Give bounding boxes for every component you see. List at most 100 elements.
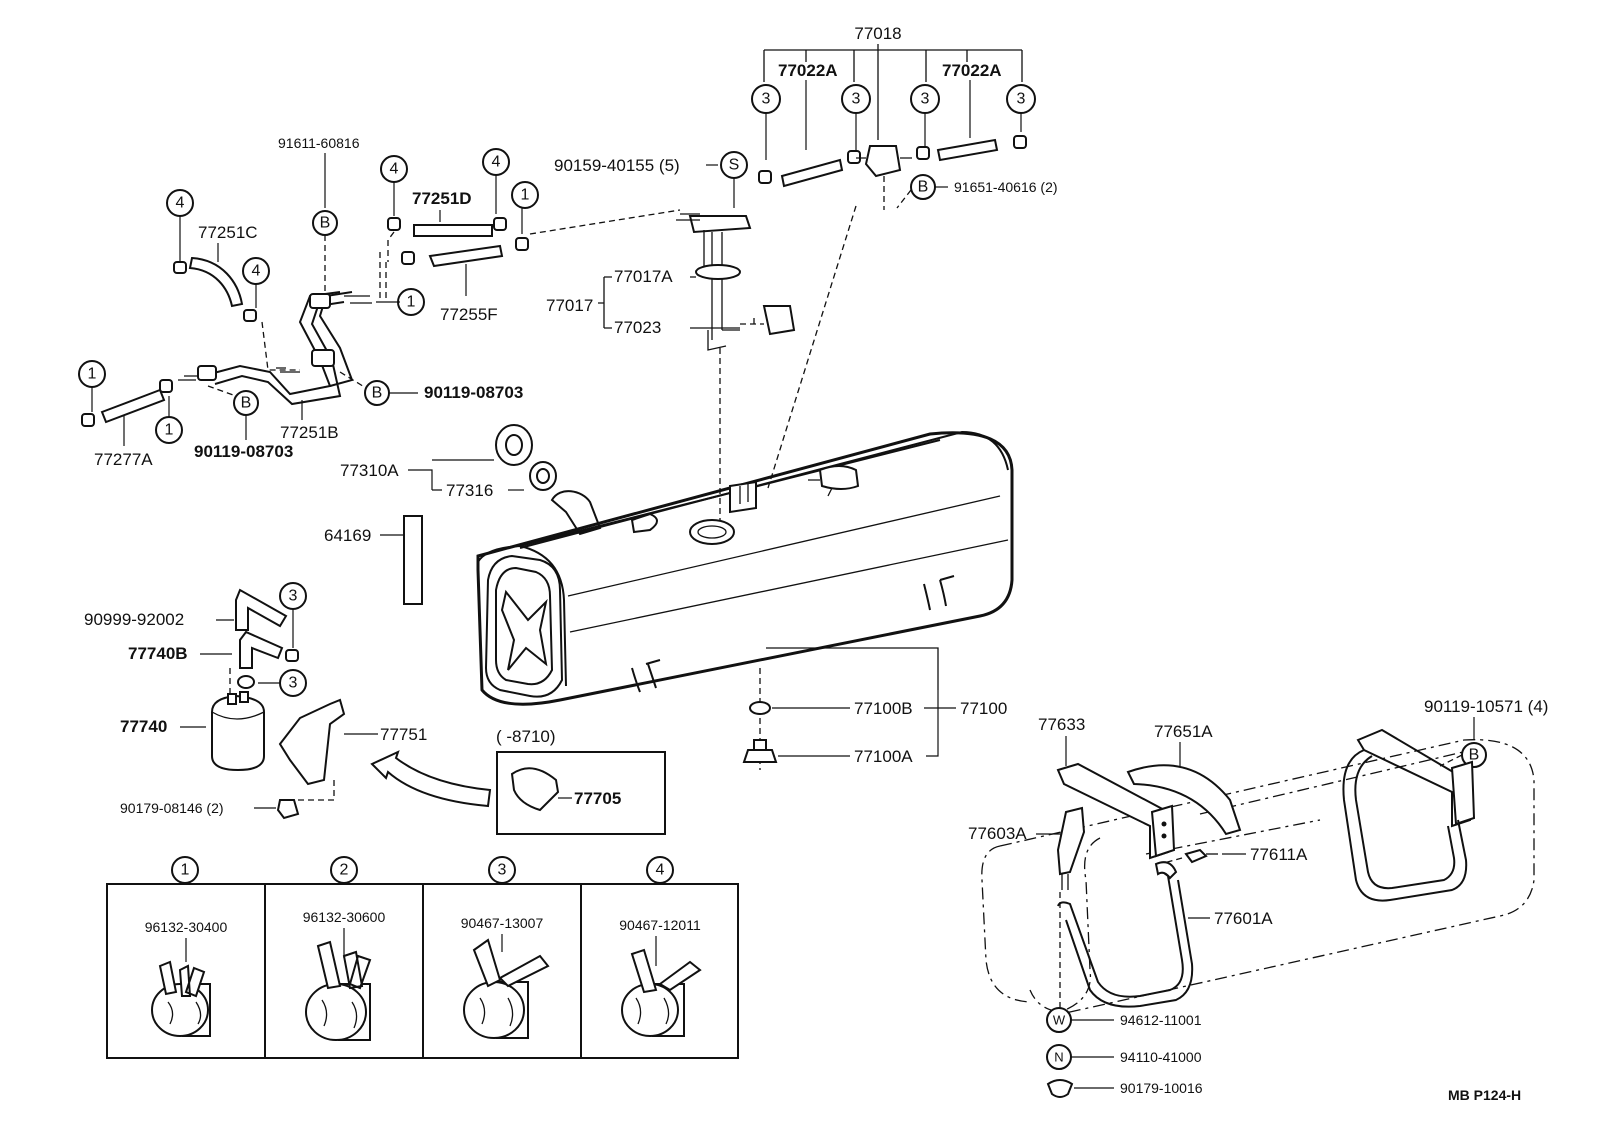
label-90119-08703-left: 90119-08703 — [194, 442, 293, 461]
label-90119-08703-right: 90119-08703 — [424, 383, 523, 402]
label-77611A: 77611A — [1250, 845, 1308, 864]
clamp-legend: 1 2 3 4 96132-30400 96132-30600 90467-13… — [106, 856, 739, 1059]
charcoal-canister-group: 90999-92002 3 77740B 3 77740 77751 90179… — [84, 582, 427, 820]
clamp-icon — [493, 217, 507, 231]
filler-group: 77310A 77316 — [340, 424, 602, 536]
legend-part-96132-30600: 96132-30600 — [303, 909, 386, 925]
label-91651-40616: 91651-40616 (2) — [954, 179, 1058, 195]
clamp-icon — [758, 170, 772, 184]
svg-text:4: 4 — [252, 263, 261, 280]
svg-text:1: 1 — [521, 187, 530, 204]
label-77740: 77740 — [120, 717, 167, 736]
hose-77251D — [413, 224, 493, 237]
svg-text:3: 3 — [289, 588, 298, 605]
fuel-tank — [476, 430, 1014, 706]
svg-text:3: 3 — [498, 862, 507, 879]
drain-plug-77100A-icon — [742, 749, 778, 763]
svg-text:1: 1 — [181, 862, 190, 879]
hose-77251C — [188, 256, 244, 308]
clamp-icon — [387, 217, 401, 231]
filter-77023-icon — [762, 305, 796, 336]
label-77601A: 77601A — [1214, 909, 1273, 928]
svg-text:4: 4 — [492, 154, 501, 171]
svg-text:B: B — [1469, 747, 1480, 764]
label-77255F: 77255F — [440, 305, 498, 324]
svg-text:3: 3 — [921, 91, 930, 108]
label-77705: 77705 — [574, 789, 621, 808]
tank-strap-group: 77633 77651A 90119-10571 (4) B 77603A 77… — [968, 697, 1548, 1098]
vent-valve-mount — [729, 480, 757, 514]
marker-1-c: 1 — [78, 360, 106, 388]
legend-marker-4: 4 — [646, 856, 674, 884]
nut-90179-08146-icon — [276, 799, 300, 820]
legend-part-96132-30400: 96132-30400 — [145, 919, 228, 935]
diagram-code: MB P124-H — [1448, 1087, 1521, 1103]
label-77017A: 77017A — [614, 267, 673, 286]
label-77023: 77023 — [614, 318, 661, 337]
clamp-icon — [243, 309, 257, 322]
legend-part-90467-12011: 90467-12011 — [619, 917, 701, 933]
marker-N: N — [1046, 1044, 1072, 1070]
legend-marker-1: 1 — [171, 856, 199, 884]
svg-text:B: B — [320, 215, 331, 232]
hose-77740B — [239, 630, 284, 669]
washer-77100B-icon — [749, 701, 771, 715]
clamp-icon-2 — [305, 940, 372, 1041]
svg-text:S: S — [729, 157, 740, 174]
svg-text:1: 1 — [165, 422, 174, 439]
svg-text:B: B — [918, 179, 929, 196]
clamp-icon — [916, 146, 930, 160]
clamp-icon — [81, 413, 95, 427]
label-77316: 77316 — [446, 481, 493, 500]
tank-end-cross-rib — [500, 589, 548, 671]
label-90179-08146: 90179-08146 (2) — [120, 800, 224, 816]
hose-77255F — [428, 244, 504, 268]
marker-1-b: 1 — [397, 288, 425, 316]
clamp-icon — [159, 379, 173, 393]
label-77251B: 77251B — [280, 423, 339, 442]
vent-valve-icon — [864, 145, 902, 178]
svg-text:3: 3 — [852, 91, 861, 108]
svg-text:1: 1 — [88, 366, 97, 383]
marker-B-91651: B — [910, 174, 936, 200]
arrow-icon — [370, 750, 492, 808]
clip-77705-icon — [510, 767, 560, 812]
marker-3-a: 3 — [751, 84, 781, 114]
hose-64169 — [403, 515, 423, 605]
hose-77022A-left — [780, 158, 844, 188]
label-77017: 77017 — [546, 296, 593, 315]
svg-text:4: 4 — [176, 195, 185, 212]
marker-4-c: 4 — [380, 155, 408, 183]
label-77251D: 77251D — [412, 189, 472, 208]
marker-3-b: 3 — [841, 84, 871, 114]
fuel-line-group: 91611-60816 B 4 77251C 4 4 77251D 4 1 — [78, 135, 681, 469]
label-77633: 77633 — [1038, 715, 1085, 734]
legend-part-90467-13007: 90467-13007 — [461, 915, 544, 931]
label-77277A: 77277A — [94, 450, 153, 469]
svg-text:4: 4 — [656, 862, 665, 879]
label-77100A: 77100A — [854, 747, 913, 766]
clamp-icon-4 — [621, 948, 702, 1037]
svg-text:B: B — [372, 385, 383, 402]
fuel-sender-assembly — [676, 213, 796, 351]
svg-text:W: W — [1053, 1013, 1066, 1028]
label-77740B: 77740B — [128, 644, 188, 663]
marker-4-a: 4 — [166, 189, 194, 217]
marker-S: S — [720, 151, 748, 179]
marker-4-b: 4 — [242, 257, 270, 285]
label-94612-11001: 94612-11001 — [1120, 1012, 1202, 1028]
vent-hose-group: 77018 77022A 77022A 3 3 3 3 — [751, 24, 1036, 188]
legend-marker-2: 2 — [330, 856, 358, 884]
sender-opening — [689, 519, 735, 545]
bracket-77751-icon — [278, 698, 346, 786]
marker-B-90119-right: B — [364, 380, 390, 406]
clamp-icon — [173, 261, 187, 274]
clamp-icon-3 — [463, 938, 550, 1039]
label-94110-41000: 94110-41000 — [1120, 1049, 1202, 1065]
marker-1-d: 1 — [155, 416, 183, 444]
clamp-icon — [847, 150, 861, 164]
clamp-icon — [515, 237, 529, 251]
label-77603A: 77603A — [968, 824, 1027, 843]
marker-3-e: 3 — [279, 582, 307, 610]
